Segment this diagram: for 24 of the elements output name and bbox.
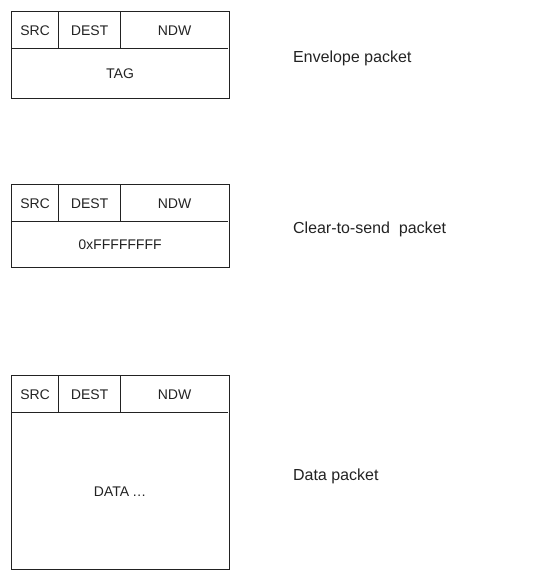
field-label: SRC bbox=[20, 195, 50, 211]
field-label: DEST bbox=[70, 22, 108, 38]
field-label: DEST bbox=[70, 386, 108, 402]
packet-box bbox=[11, 184, 230, 268]
packet-field bbox=[59, 185, 121, 222]
field-label: NDW bbox=[158, 22, 192, 38]
field-label: 0xFFFFFFFF bbox=[78, 236, 162, 252]
field-label: TAG bbox=[106, 65, 134, 81]
field-label: SRC bbox=[20, 22, 50, 38]
packet-field bbox=[12, 185, 59, 222]
field-label: DEST bbox=[70, 195, 108, 211]
field-label: SRC bbox=[20, 386, 50, 402]
packet-field bbox=[59, 12, 121, 49]
packet-box bbox=[11, 11, 230, 99]
field-label: NDW bbox=[158, 195, 192, 211]
packet-caption: Data packet bbox=[293, 466, 378, 484]
packet-caption: Clear-to-send packet bbox=[293, 220, 446, 238]
packet-caption: Envelope packet bbox=[293, 49, 412, 67]
packet-field bbox=[59, 376, 121, 413]
packet-box bbox=[11, 375, 230, 570]
packet-field bbox=[12, 12, 59, 49]
field-label: DATA … bbox=[94, 482, 146, 498]
field-label: NDW bbox=[158, 386, 192, 402]
packet-field bbox=[12, 376, 59, 413]
